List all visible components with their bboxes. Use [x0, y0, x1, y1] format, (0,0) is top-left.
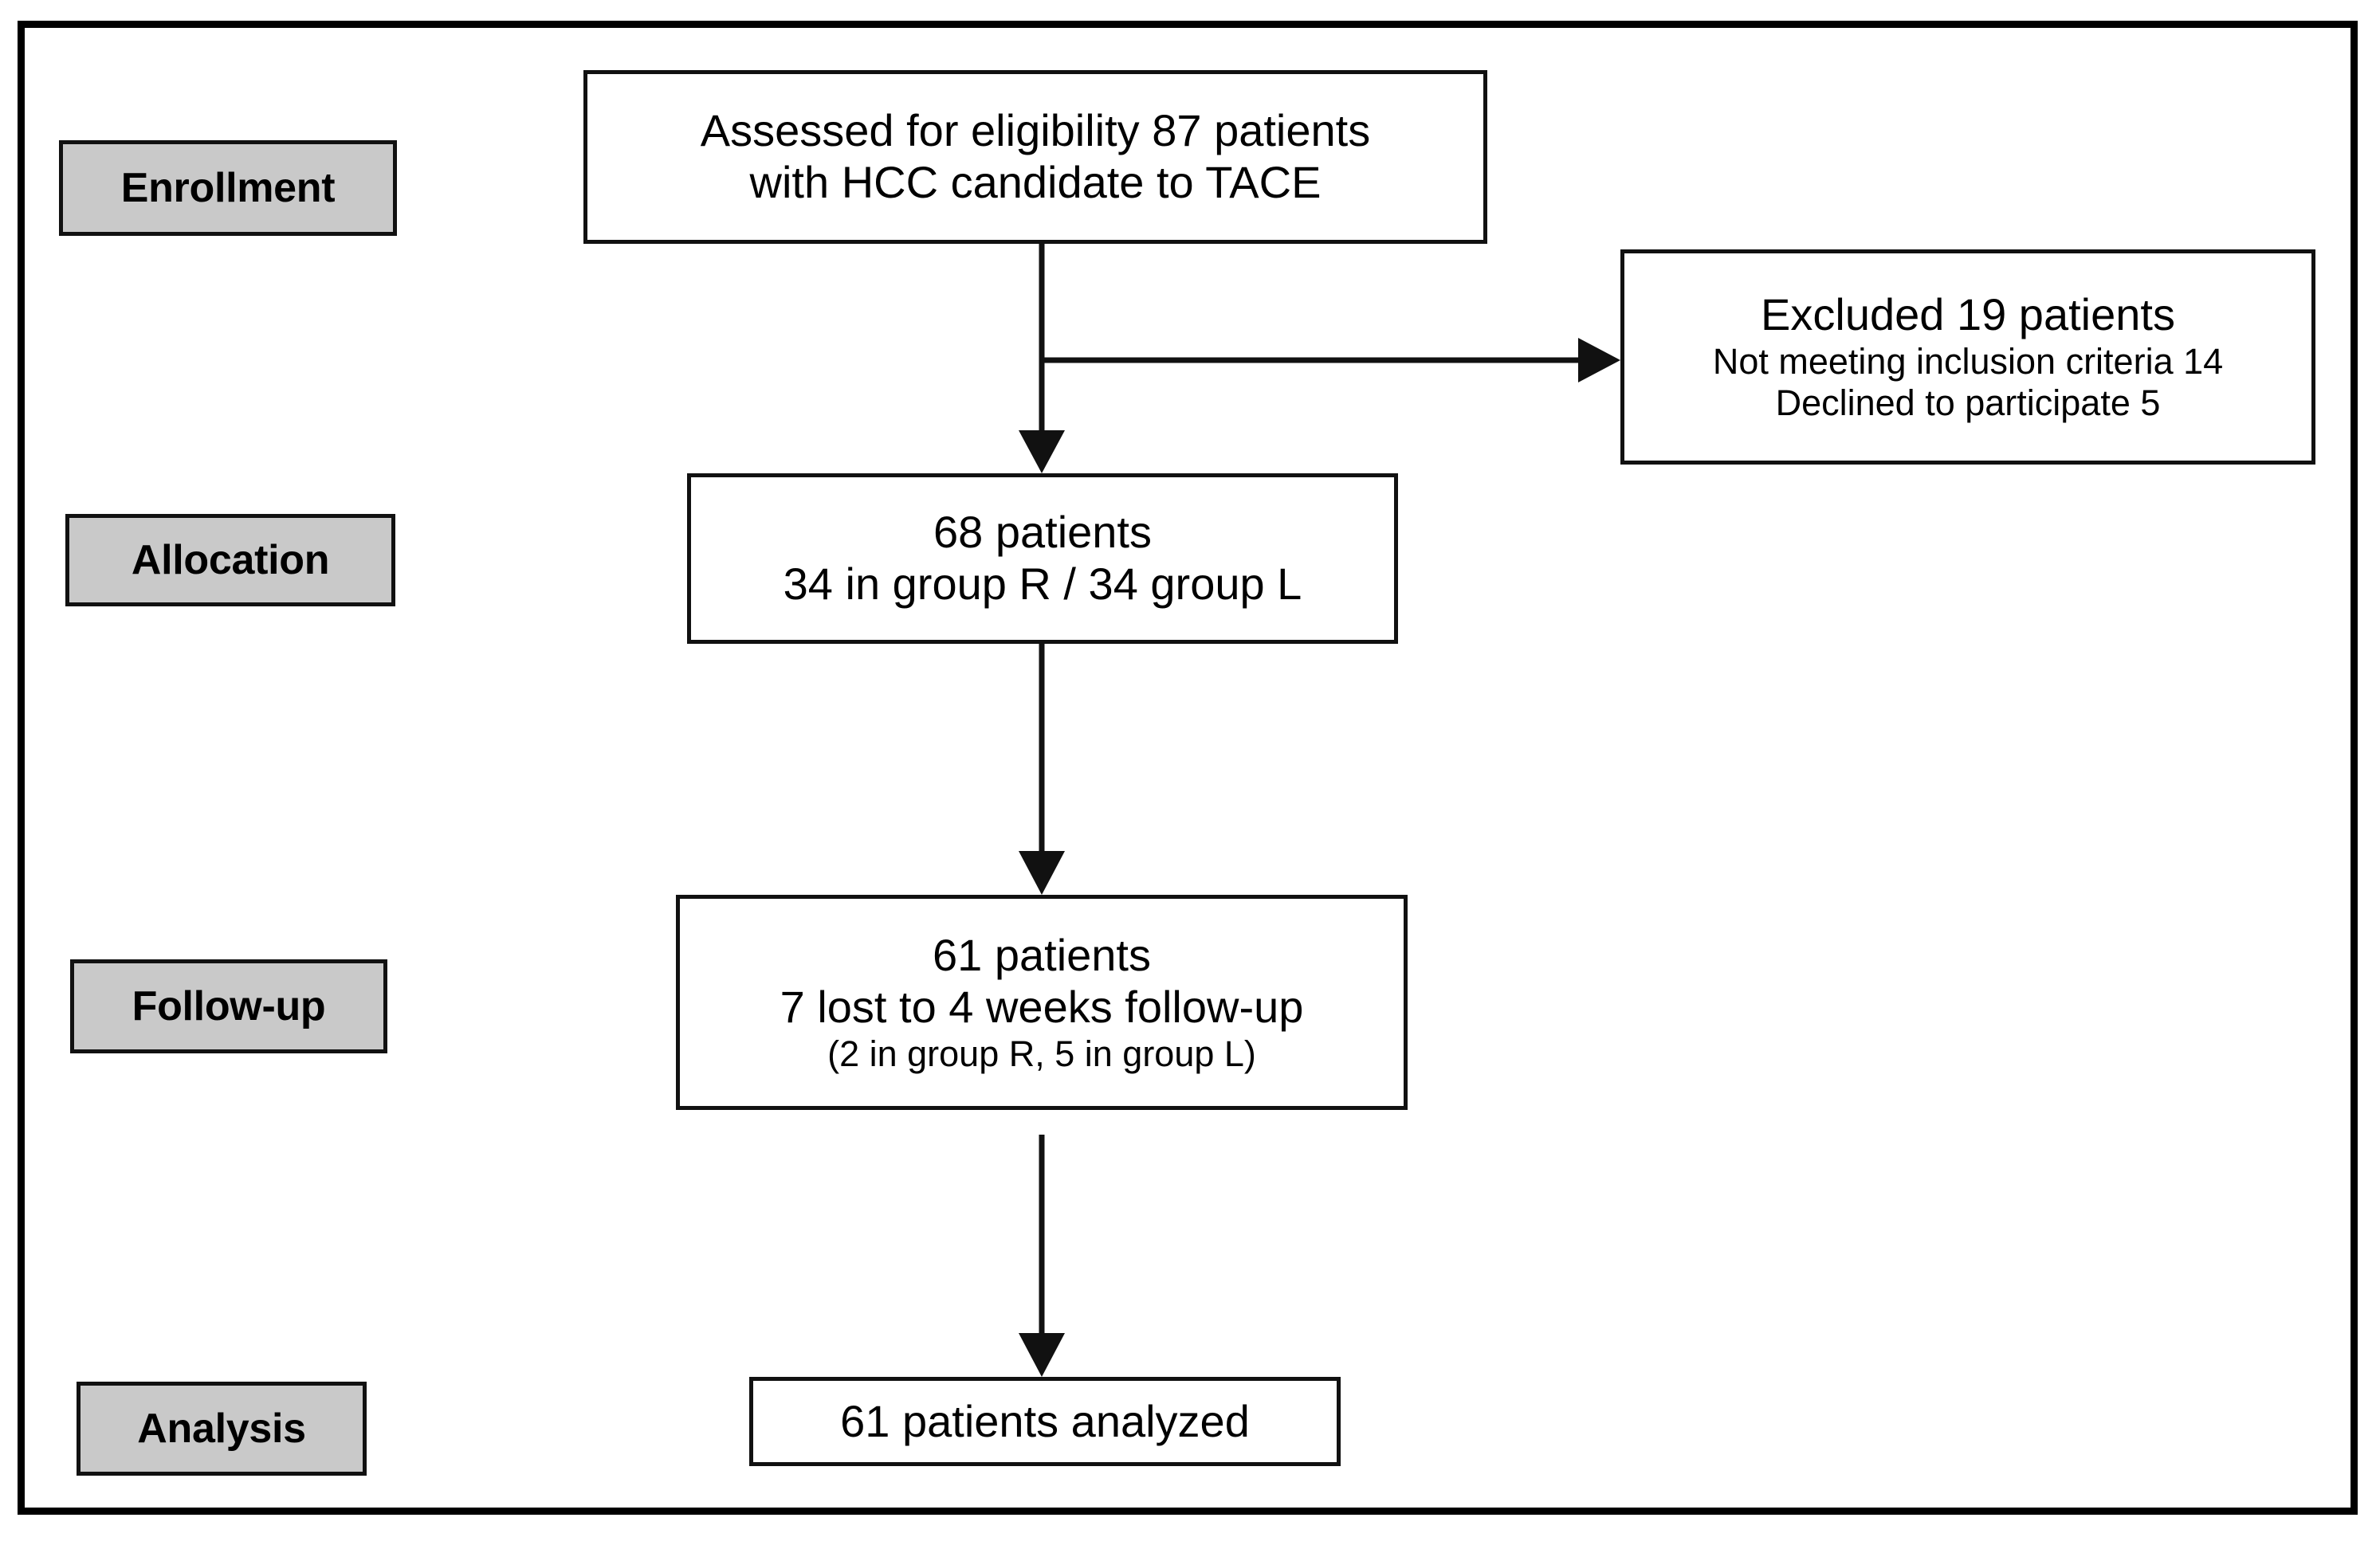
analysis-line-1: 61 patients analyzed [840, 1395, 1250, 1446]
box-excluded-patients: Excluded 19 patients Not meeting inclusi… [1620, 249, 2315, 465]
stage-label-enrollment: Enrollment [59, 140, 397, 236]
followup-line-3: (2 in group R, 5 in group L) [827, 1033, 1256, 1074]
stage-label-analysis-text: Analysis [137, 1406, 306, 1452]
followup-line-2: 7 lost to 4 weeks follow-up [780, 981, 1304, 1032]
excluded-line-3: Declined to participate 5 [1775, 382, 2161, 424]
box-followup-patients: 61 patients 7 lost to 4 weeks follow-up … [676, 895, 1408, 1110]
stage-label-followup-text: Follow-up [132, 983, 326, 1029]
box-allocation-patients: 68 patients 34 in group R / 34 group L [687, 473, 1398, 644]
stage-label-allocation-text: Allocation [131, 537, 330, 583]
allocation-line-2: 34 in group R / 34 group L [783, 559, 1302, 609]
stage-label-enrollment-text: Enrollment [120, 165, 336, 211]
excluded-line-2: Not meeting inclusion criteria 14 [1712, 341, 2224, 382]
diagram-outer-frame [18, 21, 2358, 1515]
stage-label-allocation: Allocation [65, 514, 395, 606]
eligibility-line-2: with HCC candidate to TACE [749, 157, 1322, 207]
stage-label-followup: Follow-up [70, 959, 387, 1053]
excluded-line-1: Excluded 19 patients [1761, 289, 2175, 340]
allocation-line-1: 68 patients [933, 507, 1152, 558]
box-analyzed-patients: 61 patients analyzed [749, 1377, 1341, 1466]
box-assessed-for-eligibility: Assessed for eligibility 87 patients wit… [583, 70, 1487, 244]
followup-line-1: 61 patients [933, 929, 1151, 980]
eligibility-line-1: Assessed for eligibility 87 patients [700, 105, 1371, 156]
stage-label-analysis: Analysis [77, 1382, 367, 1476]
